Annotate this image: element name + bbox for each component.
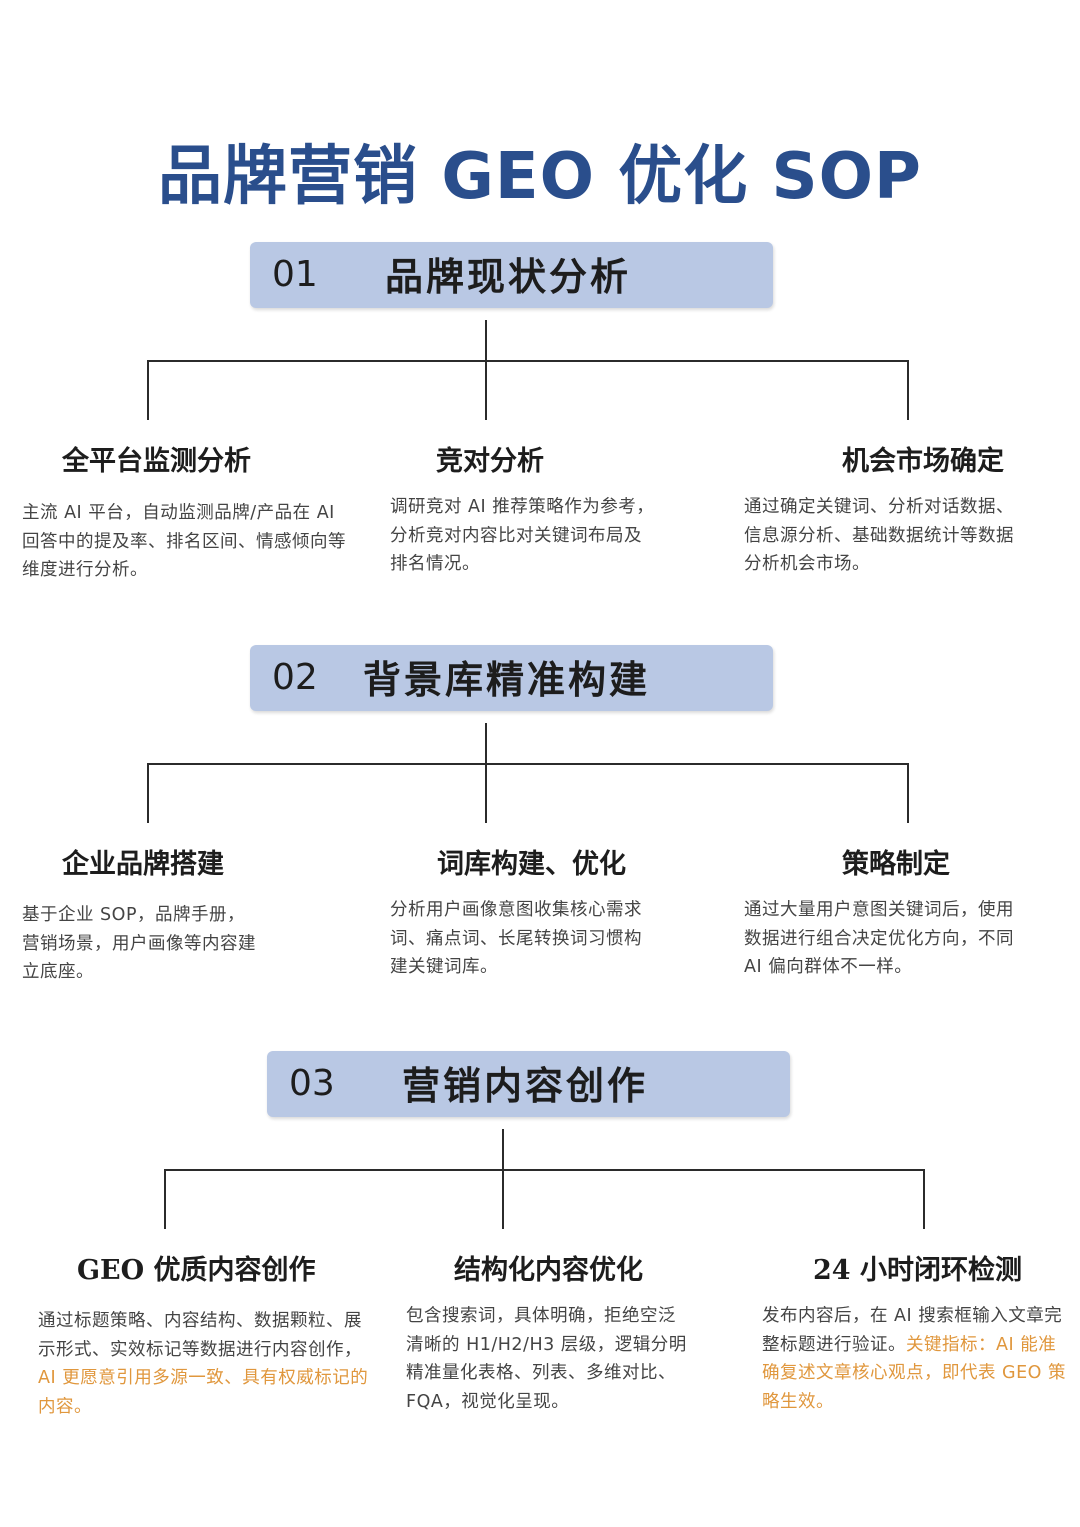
item-title: GEO 优质内容创作 — [77, 1255, 316, 1286]
item-title: 全平台监测分析 — [62, 446, 251, 477]
connector-center — [485, 763, 487, 823]
section-heading: 背景库精准构建 — [363, 657, 651, 702]
item-title: 竞对分析 — [436, 446, 544, 477]
item-description: 主流 AI 平台，自动监测品牌/产品在 AI 回答中的提及率、排名区间、情感倾向… — [22, 503, 346, 580]
connector-stem — [502, 1129, 504, 1171]
item-description: 包含搜索词，具体明确，拒绝空泛清晰的 H1/H2/H3 层级，逻辑分明精准量化表… — [406, 1306, 687, 1412]
page-title: 品牌营销 GEO 优化 SOP — [158, 140, 922, 214]
section-01: 01 品牌现状分析 全平台监测分析 主流 AI 平台，自动监测品牌/产品在 AI… — [0, 242, 1080, 642]
item-title: 结构化内容优化 — [454, 1255, 643, 1286]
connector-center — [502, 1169, 504, 1229]
item-title: 24 小时闭环检测 — [813, 1255, 1022, 1286]
item-highlight-text: AI 更愿意引用多源一致、具有权威标记的内容。 — [38, 1368, 369, 1417]
connector-center — [485, 360, 487, 420]
section-02: 02 背景库精准构建 企业品牌搭建 基于企业 SOP，品牌手册，营销场景，用户画… — [0, 645, 1080, 1045]
item-description: 分析用户画像意图收集核心需求词、痛点词、长尾转换词习惯构建关键词库。 — [390, 900, 642, 977]
section-number: 03 — [289, 1063, 335, 1104]
connector-right — [907, 763, 909, 823]
section-03: 03 营销内容创作 GEO 优质内容创作 通过标题策略、内容结构、数据颗粒、展示… — [0, 1051, 1080, 1451]
connector-right — [907, 360, 909, 420]
connector-left — [147, 763, 149, 823]
section-header-bar: 01 品牌现状分析 — [250, 242, 773, 308]
item-highlight-text: 关键指标：AI 能准确复述文章核心观点，即代表 GEO 策略生效。 — [762, 1334, 1067, 1412]
section-number: 02 — [272, 657, 318, 698]
connector-right — [923, 1169, 925, 1229]
connector-left — [164, 1169, 166, 1229]
item-description: 调研竞对 AI 推荐策略作为参考，分析竞对内容比对关键词布局及排名情况。 — [390, 497, 655, 574]
connector-horizontal — [147, 360, 909, 362]
item-title: 企业品牌搭建 — [62, 849, 224, 880]
item-title: 机会市场确定 — [842, 446, 1004, 477]
section-heading: 营销内容创作 — [402, 1063, 649, 1108]
item-title: 策略制定 — [842, 849, 950, 880]
connector-horizontal — [164, 1169, 925, 1171]
connector-stem — [485, 723, 487, 765]
section-number: 01 — [272, 254, 318, 295]
item-description-text: 通过标题策略、内容结构、数据颗粒、展示形式、实效标记等数据进行内容创作， — [38, 1311, 362, 1360]
item-description: 通过确定关键词、分析对话数据、信息源分析、基础数据统计等数据分析机会市场。 — [744, 497, 1014, 574]
item-description: 通过标题策略、内容结构、数据颗粒、展示形式、实效标记等数据进行内容创作， AI 更… — [38, 1307, 374, 1421]
item-title: 词库构建、优化 — [437, 849, 626, 880]
section-header-bar: 02 背景库精准构建 — [250, 645, 773, 711]
section-header-bar: 03 营销内容创作 — [267, 1051, 790, 1117]
item-description: 通过大量用户意图关键词后，使用数据进行组合决定优化方向，不同 AI 偏向群体不一… — [744, 900, 1014, 977]
connector-horizontal — [147, 763, 909, 765]
section-heading: 品牌现状分析 — [385, 254, 632, 299]
item-description-text: 发布内容后，在 AI 搜索框输入文章完整标题进行验证。 — [762, 1306, 1063, 1355]
item-description: 发布内容后，在 AI 搜索框输入文章完整标题进行验证。关键指标：AI 能准确复述… — [762, 1302, 1070, 1416]
item-description: 基于企业 SOP，品牌手册，营销场景，用户画像等内容建立底座。 — [22, 905, 256, 982]
connector-left — [147, 360, 149, 420]
connector-stem — [485, 320, 487, 362]
